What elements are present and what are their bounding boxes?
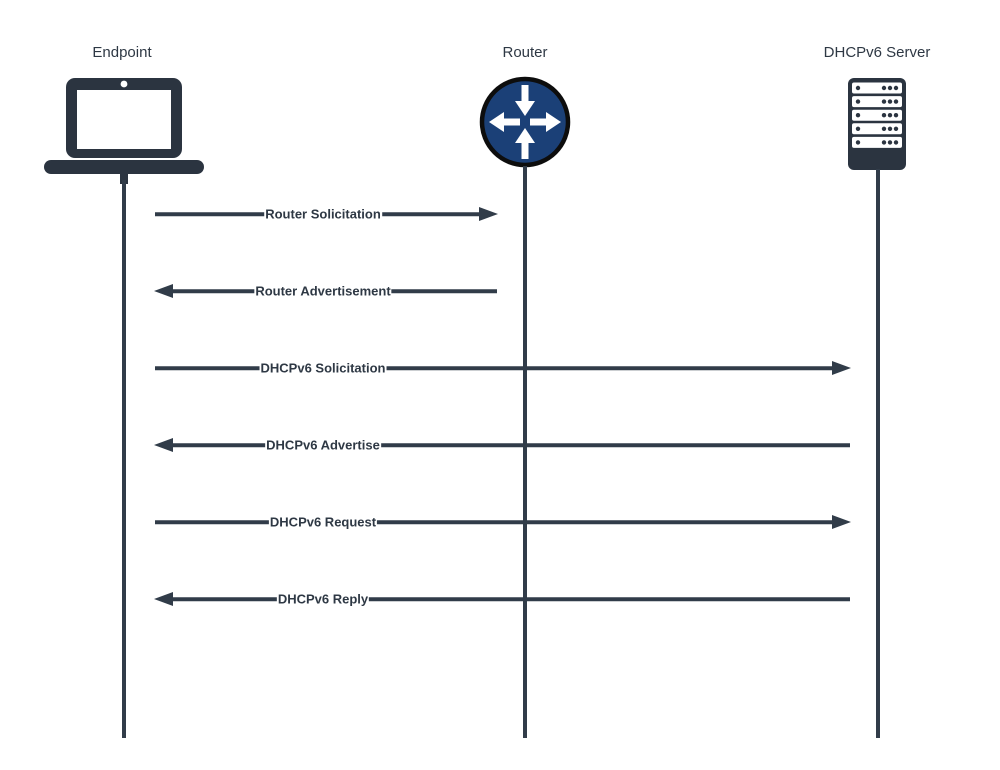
message-dhcpv6-advertise: DHCPv6 Advertise (154, 431, 850, 459)
arrowhead-left-icon (154, 592, 173, 606)
message-dhcpv6-reply: DHCPv6 Reply (154, 585, 850, 613)
message-label: Router Solicitation (264, 205, 382, 223)
actor-label-endpoint: Endpoint (92, 44, 152, 61)
lifeline-router (523, 166, 527, 738)
server-icon (848, 78, 906, 170)
lifeline-endpoint (122, 180, 126, 738)
message-label: DHCPv6 Advertise (265, 436, 381, 454)
arrowhead-left-icon (154, 284, 173, 298)
message-label: DHCPv6 Solicitation (259, 359, 387, 377)
router-icon (479, 76, 571, 168)
arrow-line (170, 597, 850, 601)
arrowhead-left-icon (154, 438, 173, 452)
message-router-advertisement: Router Advertisement (154, 277, 497, 305)
message-router-solicitation: Router Solicitation (155, 200, 498, 228)
arrow-line (155, 366, 835, 370)
message-label: Router Advertisement (254, 282, 392, 300)
arrowhead-right-icon (832, 515, 851, 529)
message-label: DHCPv6 Reply (276, 590, 370, 608)
arrow-line (155, 520, 835, 524)
arrowhead-right-icon (832, 361, 851, 375)
message-label: DHCPv6 Request (268, 513, 378, 531)
actor-label-dhcpv6-server: DHCPv6 Server (823, 44, 931, 61)
laptop-icon (44, 78, 204, 184)
actor-label-router: Router (502, 44, 548, 61)
message-dhcpv6-solicitation: DHCPv6 Solicitation (155, 354, 851, 382)
message-dhcpv6-request: DHCPv6 Request (155, 508, 851, 536)
arrowhead-right-icon (479, 207, 498, 221)
lifeline-dhcpv6-server (876, 169, 880, 738)
arrow-line (170, 443, 850, 447)
